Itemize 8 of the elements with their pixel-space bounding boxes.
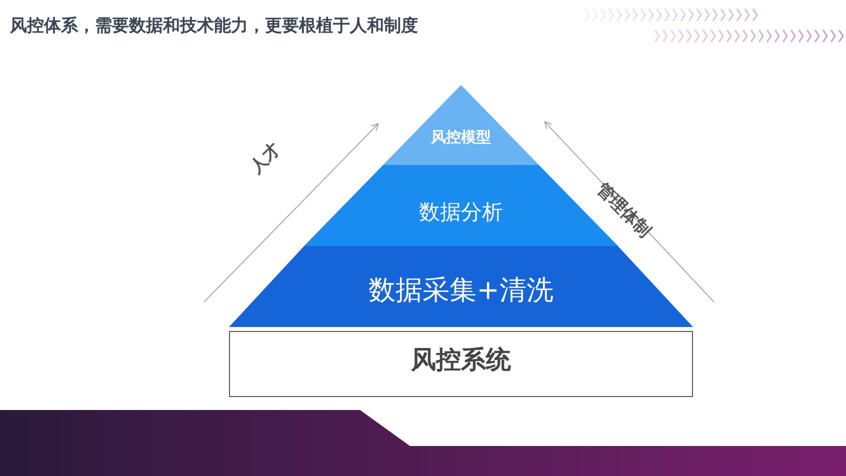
side-label: 管理体制 (592, 178, 656, 242)
layer-label: 风控模型 (431, 129, 491, 146)
slide-title: 风控体系，需要数据和技术能力，更要根植于人和制度 (10, 15, 418, 37)
side-label: 人才 (245, 138, 286, 178)
layer-label: 风控系统 (411, 346, 511, 374)
layer-label: 数据分析 (419, 201, 503, 224)
layer-label: 数据采集+清洗 (368, 276, 554, 306)
base-box (229, 331, 693, 397)
